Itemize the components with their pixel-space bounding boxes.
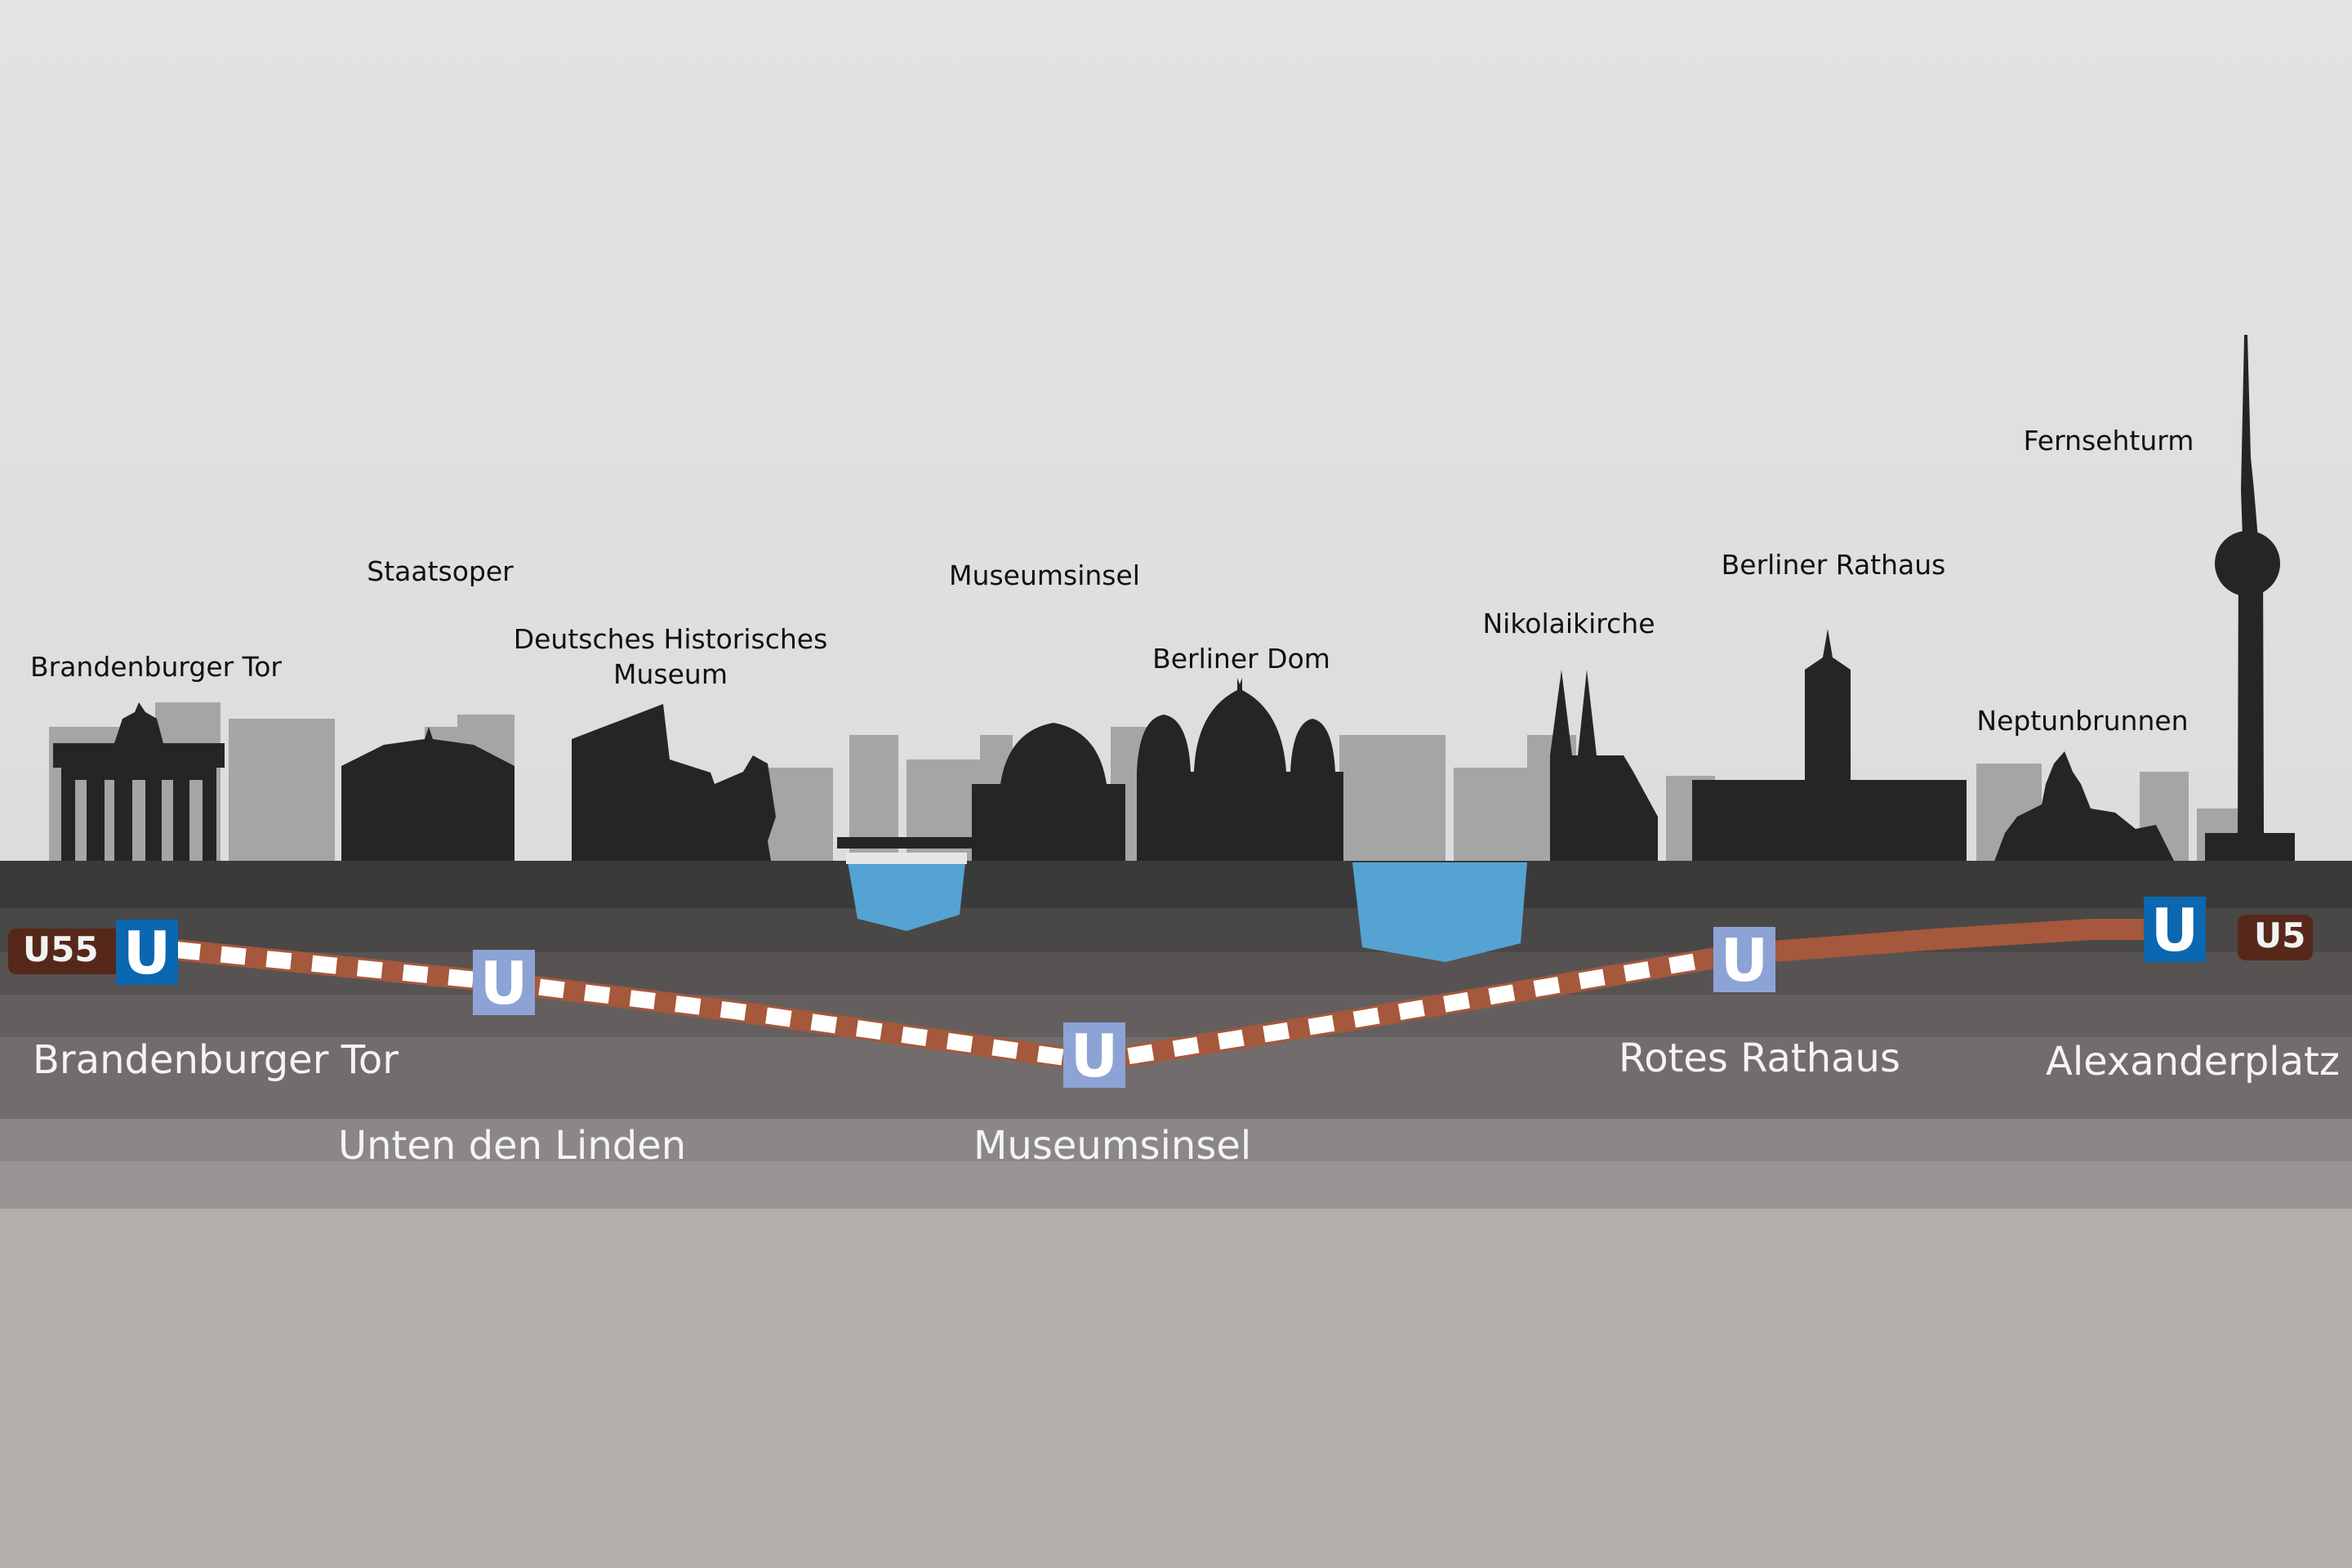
station-marker-symbol: U: [1721, 926, 1768, 995]
landmark-label-staatsoper: Staatsoper: [367, 555, 514, 587]
new-track-dashes: [175, 942, 1741, 1070]
brandenburger-tor-silhouette: [53, 743, 225, 866]
landmark-label-berliner-dom: Berliner Dom: [1152, 643, 1330, 675]
landmark-label-deutsches-historisches-museum: Deutsches Historisches Museum: [513, 623, 828, 690]
line-badge-u55-box: [8, 929, 122, 974]
station-marker-box: [1063, 1022, 1125, 1088]
river-spree-water: [848, 862, 965, 931]
station-marker-unten-den-linden: U: [473, 949, 535, 1018]
station-label-alexanderplatz: Alexanderplatz: [2046, 1039, 2341, 1085]
ground-layer: [0, 861, 2352, 908]
river-spree-bridge-deck: [846, 853, 967, 864]
station-marker-alexanderplatz: U: [2144, 896, 2206, 964]
station-marker-brandenburger-tor: U: [116, 919, 178, 987]
line-badge-u5-box: [2238, 915, 2313, 960]
station-marker-symbol: U: [2151, 896, 2198, 964]
deutsches-historisches-museum-silhouette: [572, 704, 776, 866]
ground-layer: [0, 995, 2352, 1037]
station-label-brandenburger-tor: Brandenburger Tor: [33, 1037, 399, 1083]
station-label-rotes-rathaus: Rotes Rathaus: [1619, 1036, 1900, 1081]
station-marker-box: [2144, 897, 2206, 962]
museumsinsel-building-silhouette: [972, 723, 1125, 866]
landmark-label-nikolaikirche: Nikolaikirche: [1482, 608, 1655, 639]
staatsoper-silhouette: [341, 727, 514, 866]
berliner-dom-silhouette: [1137, 678, 1343, 866]
station-marker-box: [1713, 927, 1775, 992]
landmark-label-berliner-rathaus: Berliner Rathaus: [1721, 549, 1946, 581]
neptunbrunnen-silhouette: [1993, 751, 2176, 866]
station-label-museumsinsel: Museumsinsel: [973, 1123, 1252, 1169]
landmark-label-fernsehturm: Fernsehturm: [2023, 425, 2194, 457]
kupfergraben-water: [1352, 862, 1527, 962]
station-marker-museumsinsel: U: [1063, 1022, 1125, 1090]
background-building: [906, 760, 980, 866]
berliner-rathaus-silhouette: [1692, 629, 1967, 866]
landmark-label-museumsinsel: Museumsinsel: [949, 559, 1140, 591]
background-building: [229, 719, 335, 866]
bridge-silhouette: [837, 837, 972, 849]
quadriga-silhouette: [114, 702, 163, 743]
ground-layer: [0, 1161, 2352, 1209]
station-marker-rotes-rathaus: U: [1713, 926, 1775, 995]
background-building: [1339, 735, 1446, 866]
landmark-label-neptunbrunnen: Neptunbrunnen: [1976, 705, 2189, 737]
line-badge-u5: U5: [2254, 915, 2306, 956]
landmark-label-brandenburger-tor: Brandenburger Tor: [30, 651, 282, 683]
nikolaikirche-silhouette: [1550, 670, 1658, 866]
existing-track-u5: [1729, 919, 2183, 964]
line-badge-u55: U55: [23, 929, 99, 969]
station-marker-symbol: U: [123, 919, 171, 987]
background-building: [1454, 768, 1535, 866]
station-marker-box: [116, 920, 178, 985]
station-marker-symbol: U: [480, 949, 528, 1018]
fernsehturm-shaft-silhouette: [2205, 335, 2295, 866]
fernsehturm-sphere-silhouette: [2215, 531, 2280, 596]
station-label-unten-den-linden: Unten den Linden: [338, 1123, 687, 1169]
station-marker-box: [473, 950, 535, 1015]
station-marker-symbol: U: [1071, 1022, 1118, 1090]
ground-layer: [0, 1119, 2352, 1161]
ground-layer: [0, 1209, 2352, 1568]
